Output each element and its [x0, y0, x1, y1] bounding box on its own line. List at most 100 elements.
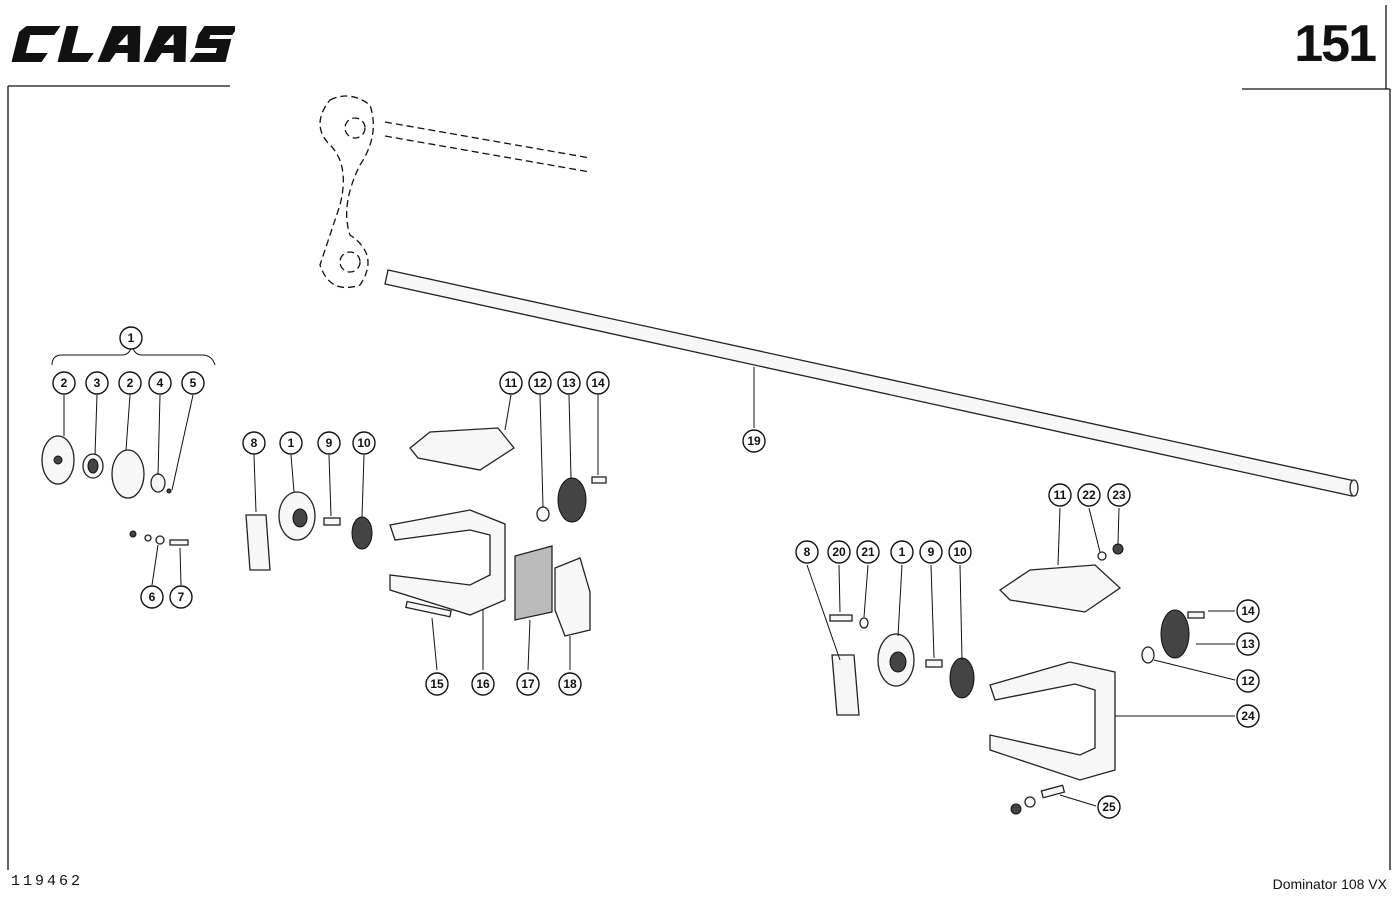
claas-logo: [11, 26, 235, 62]
callout-1-left: 1: [279, 431, 303, 455]
plate-18: [554, 557, 591, 637]
svg-text:17: 17: [521, 677, 535, 691]
svg-text:12: 12: [1241, 674, 1255, 688]
cover-11: [409, 427, 515, 471]
callout-11-right: 11: [1048, 483, 1072, 507]
callout-14-left: 14: [586, 371, 610, 395]
callout-6: 6: [140, 585, 164, 609]
callout-1-right: 1: [890, 540, 914, 564]
svg-text:9: 9: [326, 436, 333, 450]
key-14: [591, 476, 607, 484]
callout-2a: 2: [52, 371, 76, 395]
bevel-gear-13: [557, 477, 587, 523]
callout-15: 15: [425, 672, 449, 696]
callout-1-top: 1: [119, 326, 143, 350]
svg-text:22: 22: [1082, 488, 1096, 502]
svg-text:9: 9: [928, 545, 935, 559]
right-assembly-parts: [806, 507, 1236, 815]
callout-13-right: 13: [1236, 632, 1260, 656]
svg-text:10: 10: [357, 436, 371, 450]
callout-12-left: 12: [528, 371, 552, 395]
svg-text:21: 21: [861, 545, 875, 559]
svg-text:7: 7: [178, 590, 185, 604]
callout-24: 24: [1236, 704, 1260, 728]
svg-text:14: 14: [1241, 604, 1255, 618]
callout-10-right: 10: [948, 540, 972, 564]
svg-text:11: 11: [505, 376, 518, 390]
drawing-number: 119462: [11, 873, 84, 890]
svg-text:2: 2: [127, 376, 134, 390]
callout-17: 17: [516, 672, 540, 696]
callout-7: 7: [169, 585, 193, 609]
callout-14-right: 14: [1236, 599, 1260, 623]
bracket-8-right: [831, 654, 860, 716]
bevel-gear-10: [351, 516, 373, 550]
washer-6: [155, 535, 165, 545]
callout-9-right: 9: [919, 540, 943, 564]
svg-text:24: 24: [1241, 709, 1255, 723]
svg-text:13: 13: [1241, 637, 1255, 651]
svg-text:8: 8: [251, 436, 258, 450]
linkage-arm-phantom: [319, 95, 591, 289]
svg-text:4: 4: [157, 376, 164, 390]
callout-11-left: 11: [499, 371, 523, 395]
key-9: [323, 517, 341, 526]
nut-23: [1112, 543, 1124, 555]
svg-text:6: 6: [149, 590, 156, 604]
callout-2b: 2: [118, 371, 142, 395]
svg-text:1: 1: [899, 545, 906, 559]
svg-text:10: 10: [953, 545, 967, 559]
bolt-25: [1040, 784, 1066, 799]
svg-text:1: 1: [288, 436, 295, 450]
grub-screw-5: [166, 488, 172, 494]
circlip-12: [536, 506, 550, 522]
left-assembly-parts: [41, 344, 607, 671]
shaft-19: [384, 269, 1359, 497]
key-9-right: [925, 659, 943, 668]
callout-8-left: 8: [242, 431, 266, 455]
callout-10-left: 10: [352, 431, 376, 455]
callout-22: 22: [1077, 483, 1101, 507]
svg-text:2: 2: [61, 376, 68, 390]
svg-text:20: 20: [832, 545, 846, 559]
svg-text:19: 19: [747, 434, 761, 448]
callout-3: 3: [85, 371, 109, 395]
bevel-gear-10-right: [949, 657, 975, 699]
callout-4: 4: [148, 371, 172, 395]
callout-19: 19: [742, 429, 766, 453]
svg-text:3: 3: [94, 376, 101, 390]
svg-text:12: 12: [533, 376, 547, 390]
callout-9-left: 9: [317, 431, 341, 455]
callout-23: 23: [1107, 483, 1131, 507]
gearbox-housing-16: [389, 509, 506, 616]
callout-8-right: 8: [795, 540, 819, 564]
cover-11-right: [998, 564, 1122, 613]
svg-text:13: 13: [562, 376, 576, 390]
svg-text:16: 16: [476, 677, 490, 691]
washer-22: [1097, 551, 1107, 561]
flange-plate-2b: [111, 449, 145, 499]
circlip-12-right: [1141, 646, 1155, 664]
callout-20: 20: [827, 540, 851, 564]
bracket-8: [245, 514, 271, 571]
bolt-20: [829, 614, 853, 622]
callout-25: 25: [1097, 795, 1121, 819]
callout-16: 16: [471, 672, 495, 696]
callout-18: 18: [558, 672, 582, 696]
gearbox-housing-24: [989, 661, 1116, 781]
callout-21: 21: [856, 540, 880, 564]
washer-21: [859, 617, 869, 629]
callout-5: 5: [181, 371, 205, 395]
strip-15: [405, 600, 452, 618]
svg-text:15: 15: [430, 677, 444, 691]
bolt-7: [169, 539, 189, 546]
page-number: 151: [1294, 15, 1377, 73]
callout-13-left: 13: [557, 371, 581, 395]
svg-text:11: 11: [1054, 488, 1067, 502]
svg-text:25: 25: [1102, 800, 1116, 814]
svg-text:5: 5: [190, 376, 197, 390]
gasket-17: [514, 545, 553, 621]
svg-text:18: 18: [563, 677, 577, 691]
